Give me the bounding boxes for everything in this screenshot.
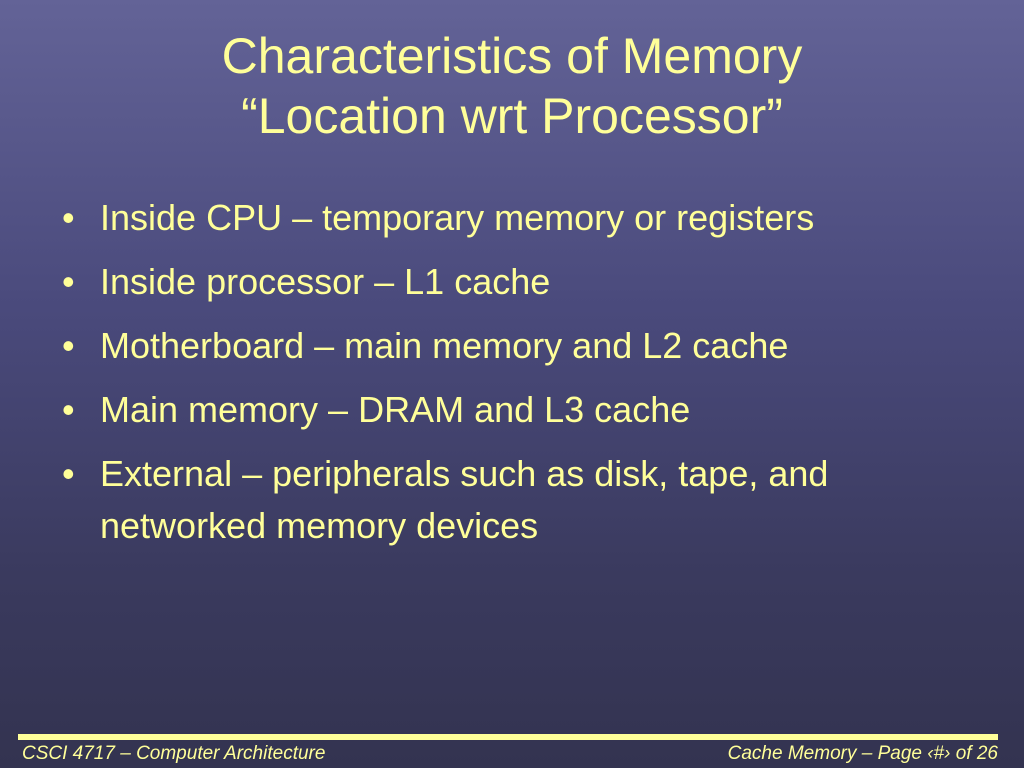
bullet-item: • Main memory – DRAM and L3 cache — [56, 384, 976, 436]
slide-title-line-2: “Location wrt Processor” — [241, 88, 783, 144]
bullet-text: External – peripherals such as disk, tap… — [100, 453, 829, 546]
bullet-text: Inside processor – L1 cache — [100, 261, 551, 302]
bullet-dot-icon: • — [62, 197, 75, 238]
bullet-list: • Inside CPU – temporary memory or regis… — [56, 192, 976, 564]
bullet-dot-icon: • — [62, 325, 75, 366]
bullet-item: • External – peripherals such as disk, t… — [56, 448, 976, 552]
bullet-item: • Inside processor – L1 cache — [56, 256, 976, 308]
slide-title-line-1: Characteristics of Memory — [221, 28, 803, 84]
bullet-text: Motherboard – main memory and L2 cache — [100, 325, 789, 366]
bullet-text: Main memory – DRAM and L3 cache — [100, 389, 691, 430]
footer-course-label: CSCI 4717 – Computer Architecture — [22, 743, 326, 764]
bullet-item: • Inside CPU – temporary memory or regis… — [56, 192, 976, 244]
bullet-text: Inside CPU – temporary memory or registe… — [100, 197, 815, 238]
bullet-item: • Motherboard – main memory and L2 cache — [56, 320, 976, 372]
slide-title: Characteristics of Memory “Location wrt … — [0, 26, 1024, 146]
footer-divider — [18, 734, 998, 740]
bullet-dot-icon: • — [62, 453, 75, 494]
bullet-dot-icon: • — [62, 261, 75, 302]
footer-page-label: Cache Memory – Page ‹#› of 26 — [727, 743, 998, 764]
bullet-dot-icon: • — [62, 389, 75, 430]
